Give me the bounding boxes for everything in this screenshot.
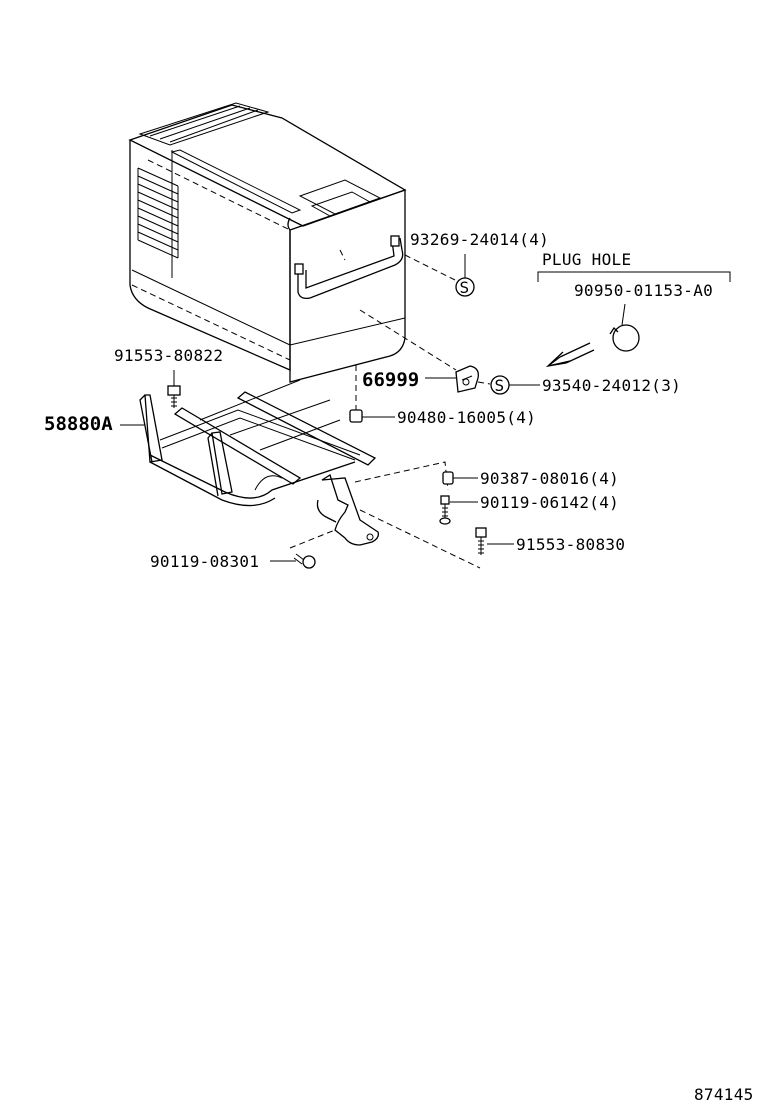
- label-90119-06142: 90119-06142(4): [480, 493, 619, 512]
- collar-90387: [442, 471, 454, 485]
- handle: [294, 235, 404, 300]
- arrow-icon: [545, 342, 595, 368]
- label-90387-08016: 90387-08016(4): [480, 469, 619, 488]
- mounting-tray: [139, 379, 380, 546]
- bolt-90119-06142: [439, 495, 451, 525]
- screw-91553-80822: [167, 385, 181, 408]
- label-90950-01153-A0: 90950-01153-A0: [574, 281, 713, 300]
- label-90480-16005: 90480-16005(4): [397, 408, 536, 427]
- s-mark-1: S: [455, 277, 475, 297]
- label-91553-80822: 91553-80822: [114, 346, 223, 365]
- label-90119-08301: 90119-08301: [150, 552, 259, 571]
- label-66999: 66999: [362, 369, 419, 391]
- s-mark-2: S: [490, 375, 510, 395]
- bolt-91553-80830: [475, 527, 487, 555]
- spacer-90480: [349, 409, 363, 423]
- side-vents: [137, 167, 179, 259]
- svg-text:S: S: [495, 376, 505, 395]
- label-93540-24012: 93540-24012(3): [542, 376, 681, 395]
- plug-hole-bracket: [537, 271, 731, 282]
- bolt-90119-08301: [293, 553, 316, 569]
- bracket-66999: [455, 365, 479, 393]
- label-91553-80830: 91553-80830: [516, 535, 625, 554]
- svg-text:S: S: [460, 278, 470, 297]
- label-plug-hole: PLUG HOLE: [542, 250, 631, 269]
- label-58880A: 58880A: [44, 413, 113, 435]
- cool-box: [128, 102, 407, 383]
- plug-part: [609, 303, 640, 352]
- label-93269-24014: 93269-24014(4): [410, 230, 549, 249]
- figure-id: 874145: [694, 1085, 754, 1104]
